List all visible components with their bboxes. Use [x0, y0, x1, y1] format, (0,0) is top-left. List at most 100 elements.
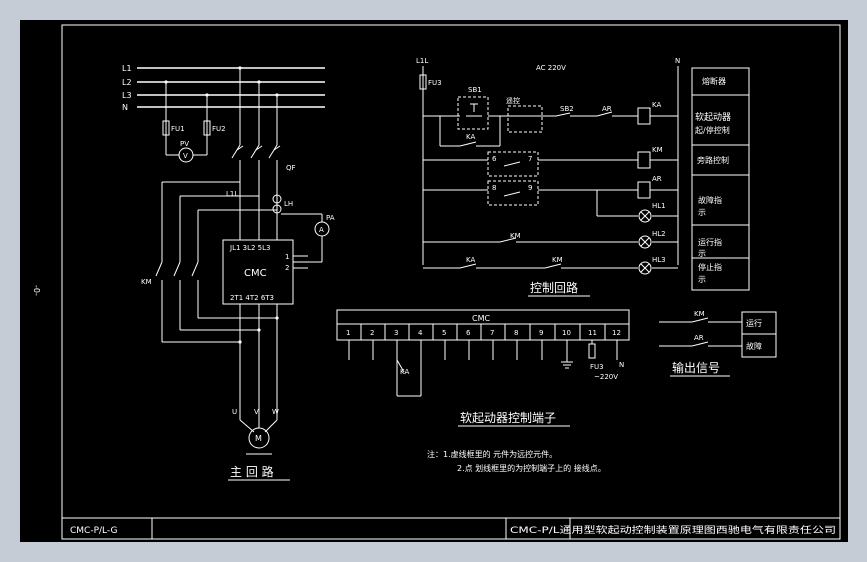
- lamp-hl1: [638, 209, 652, 223]
- terminal-9: 9: [539, 329, 543, 337]
- fn-bypass: 旁路控制: [697, 155, 729, 165]
- main-circuit: L1 L2 L3 N FU1 FU2 V PV QF: [122, 64, 335, 481]
- terminal-9-label: 9: [528, 184, 532, 192]
- fn-run-2: 示: [698, 249, 706, 258]
- terminal-block: CMC 1 2 3 4 5 6 7 8 9 10 11 12: [336, 309, 630, 427]
- ct-label: LH: [284, 200, 293, 208]
- bus-label-l1: L1: [122, 64, 132, 73]
- control-supply-label: L1L: [416, 57, 428, 65]
- voltmeter-label: PV: [180, 140, 189, 148]
- motor: [248, 427, 270, 449]
- ka-contact-label: KA: [466, 256, 475, 264]
- terminal-10: 10: [562, 329, 571, 337]
- bus-label-l3: L3: [122, 91, 132, 100]
- terminal-8: 8: [514, 329, 518, 337]
- title-left-code: CMC-P/L-G: [70, 526, 117, 536]
- coil-ar-label: AR: [652, 175, 662, 183]
- control-circuit: L1L N AC 220V FU3 SB1 遥控 SB2 AR KA KA: [416, 57, 680, 297]
- hl3-label: HL3: [652, 256, 666, 264]
- fu3-label: FU3: [428, 79, 442, 87]
- output-fault-label: 故障: [746, 341, 762, 351]
- coil-km-label: KM: [652, 146, 663, 154]
- voltmeter: [178, 147, 194, 163]
- terminal-fu3-label: FU3: [590, 363, 604, 371]
- ar-contact-label: AR: [602, 105, 612, 113]
- output-signals-title: 输出信号: [672, 360, 720, 375]
- terminal-7-label: 7: [528, 155, 532, 163]
- l1l-label: L1L: [226, 190, 238, 198]
- terminal-4: 4: [418, 329, 423, 337]
- breaker-label: QF: [286, 164, 296, 172]
- fn-stop-1: 停止指: [698, 262, 722, 272]
- fuse-fu2-label: FU2: [212, 125, 226, 133]
- output-ar-label: AR: [694, 334, 704, 342]
- control-neutral-label: N: [675, 57, 680, 65]
- cmc-module: [222, 239, 294, 305]
- fn-fault-1: 故障指: [698, 195, 722, 205]
- motor-terminal-u: U: [232, 408, 237, 416]
- terminal-12: 12: [612, 329, 621, 337]
- terminal-ka-label: KA: [400, 368, 409, 376]
- control-circuit-title: 控制回路: [530, 280, 578, 295]
- terminal-5: 5: [442, 329, 446, 337]
- cmc-pin-2: 2: [285, 264, 289, 272]
- remote-label: 遥控: [506, 96, 520, 105]
- terminal-n-label: N: [619, 361, 624, 369]
- bus-label-l2: L2: [122, 78, 132, 87]
- ka-hold-label: KA: [466, 133, 475, 141]
- voltmeter-symbol: V: [183, 152, 188, 160]
- terminal-7: 7: [490, 329, 494, 337]
- title-right-text: CMC-P/L通用型软起动控制装置原理图西驰电气有限责任公司: [510, 524, 836, 536]
- title-block: CMC-P/L-G CMC-P/L通用型软起动控制装置原理图西驰电气有限责任公司: [61, 517, 841, 540]
- terminal-11: 11: [588, 329, 597, 337]
- terminal-voltage-label: ~220V: [594, 373, 618, 381]
- note-line-2: 2.点 划线框里的为控制端子上的 接线点。: [457, 463, 606, 473]
- main-circuit-title: 主 回 路: [230, 464, 274, 479]
- output-km-label: KM: [694, 310, 705, 318]
- cmc-pin-1: 1: [285, 253, 289, 261]
- terminal-block-title: 软起动器控制端子: [460, 411, 556, 425]
- terminal-block-header: CMC: [472, 314, 490, 323]
- control-voltage-label: AC 220V: [536, 64, 566, 72]
- fuse-fu1: [162, 120, 170, 136]
- fuse-fu3: [419, 74, 427, 90]
- cmc-bottom-terminals: 2T1 4T2 6T3: [230, 294, 274, 302]
- drawing-border: [61, 24, 841, 540]
- hl2-label: HL2: [652, 230, 666, 238]
- note-line-1: 注：1.虚线框里的 元件为远控元件。: [427, 449, 557, 459]
- coil-ka-label: KA: [652, 101, 661, 109]
- fn-run-1: 运行指: [698, 237, 722, 247]
- hl1-label: HL1: [652, 202, 666, 210]
- terminal-8-label: 8: [492, 184, 496, 192]
- ammeter-symbol: A: [319, 226, 324, 234]
- terminal-2: 2: [370, 329, 374, 337]
- output-signals: KM AR 运行 故障 输出信号: [659, 310, 777, 377]
- motor-terminal-w: W: [272, 408, 279, 416]
- fn-start-stop: 起/停控制: [695, 125, 730, 135]
- cmc-top-terminals: JL1 3L2 5L3: [229, 244, 270, 252]
- fn-stop-2: 示: [698, 275, 706, 284]
- motor-symbol: M: [255, 434, 262, 443]
- lamp-hl3: [638, 261, 652, 275]
- motor-terminal-v: V: [254, 408, 259, 416]
- bypass-km-label: KM: [141, 278, 152, 286]
- left-margin-mark: -0-: [32, 285, 41, 296]
- fn-fault-2: 示: [698, 208, 706, 217]
- sb1-label: SB1: [468, 86, 482, 94]
- cmc-module-name: CMC: [244, 268, 267, 279]
- function-table: 熔断器 软起动器 起/停控制 旁路控制 故障指 示 运行指 示 停止指 示: [691, 67, 750, 291]
- lamp-hl2: [638, 235, 652, 249]
- terminal-6: 6: [466, 329, 471, 337]
- terminal-1: 1: [346, 329, 350, 337]
- bus-label-n: N: [122, 103, 128, 112]
- terminal-6-label: 6: [492, 155, 497, 163]
- fn-soft-starter: 软起动器: [695, 111, 731, 123]
- km-contact2-label: KM: [552, 256, 563, 264]
- sb2-label: SB2: [560, 105, 574, 113]
- output-run-label: 运行: [746, 318, 762, 328]
- fuse-fu2: [203, 120, 211, 136]
- fuse-fu1-label: FU1: [171, 125, 185, 133]
- terminal-3: 3: [394, 329, 398, 337]
- fn-fuse: 熔断器: [702, 76, 726, 86]
